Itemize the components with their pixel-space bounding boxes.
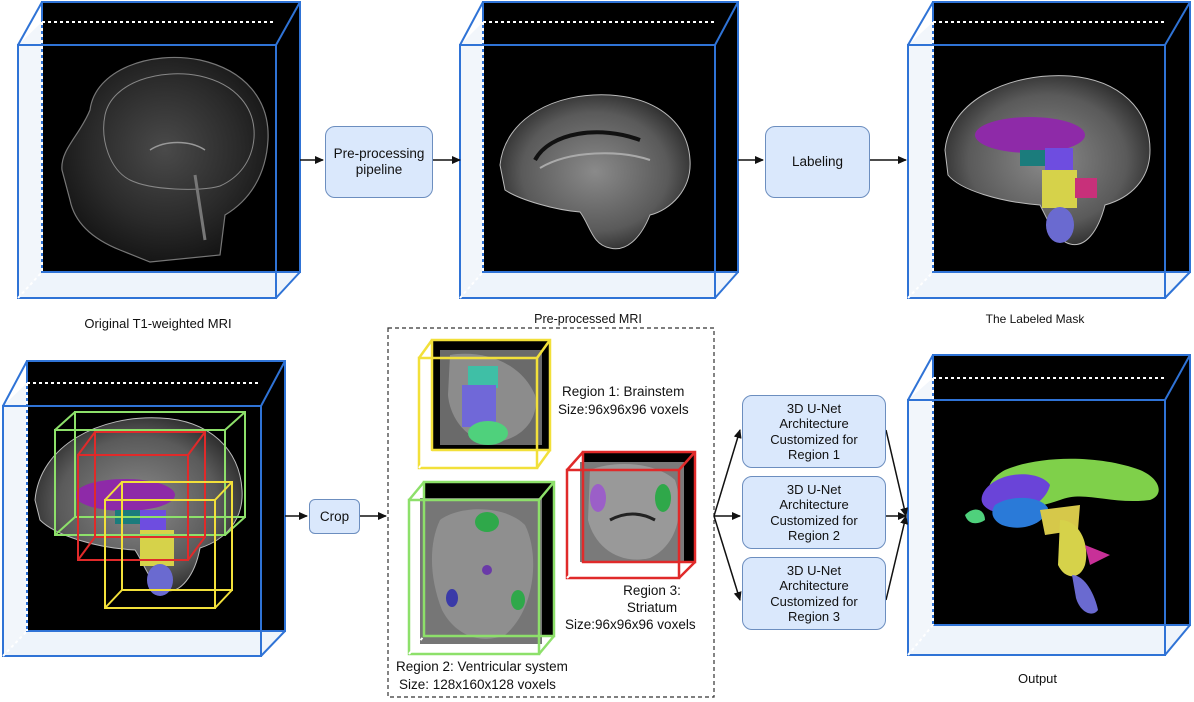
unet1-line1: 3D U-Net	[786, 400, 842, 416]
region1-size: Size:96x96x96 voxels	[558, 402, 689, 417]
unet-region1-box: 3D U-Net Architecture Customized for Reg…	[742, 395, 886, 468]
unet2-line1: 3D U-Net	[786, 481, 842, 497]
brain-slice-crop	[34, 417, 243, 596]
label-labeled-mask: The Labeled Mask	[985, 312, 1085, 326]
cube-output	[907, 354, 1191, 656]
labeling-label: Labeling	[791, 154, 844, 169]
unet3-line3: Customized for	[770, 593, 858, 609]
preprocessing-pipeline-box: Pre-processing pipeline	[325, 126, 433, 198]
unet3-line2: Architecture	[779, 578, 849, 593]
cube-original-mri	[17, 1, 301, 299]
region2-title: Region 2: Ventricular system	[396, 659, 568, 674]
unet1-line4: Region 1	[787, 447, 841, 462]
unet2-line3: Customized for	[770, 512, 858, 528]
region3-title-line1: Region 3:	[623, 583, 681, 598]
region3-cube	[565, 450, 697, 580]
unet3-line1: 3D U-Net	[786, 562, 842, 578]
brainstem-crop-image	[440, 350, 542, 445]
striatum-crop-image	[580, 462, 684, 562]
crop-label: Crop	[319, 508, 350, 524]
unet1-line2: Architecture	[779, 416, 849, 431]
brain-slice-preprocessed	[499, 94, 691, 250]
label-original-mri: Original T1-weighted MRI	[84, 316, 232, 331]
region2-size: Size: 128x160x128 voxels	[399, 677, 556, 692]
flow-arrows	[285, 156, 909, 601]
crop-box: Crop	[309, 499, 360, 534]
region3-size: Size:96x96x96 voxels	[565, 617, 696, 632]
labeling-box: Labeling	[765, 126, 870, 198]
unet2-line4: Region 2	[787, 528, 841, 543]
regions-container	[387, 327, 715, 698]
ventricular-crop-image	[420, 498, 542, 644]
brain-slice-labeled	[944, 75, 1151, 246]
region3-title-line2: Striatum	[626, 600, 678, 615]
unet3-line4: Region 3	[787, 609, 841, 624]
unet-region2-box: 3D U-Net Architecture Customized for Reg…	[742, 476, 886, 549]
unet2-line2: Architecture	[779, 497, 849, 512]
region2-cube	[407, 480, 556, 656]
cube-crop-regions	[2, 360, 286, 657]
cube-labeled-mask	[907, 1, 1191, 299]
region1-title: Region 1: Brainstem	[562, 384, 685, 399]
head-mri-slice	[61, 56, 269, 263]
unet-region3-box: 3D U-Net Architecture Customized for Reg…	[742, 557, 886, 630]
label-preprocessed-mri: Pre-processed MRI	[534, 312, 642, 326]
unet1-line3: Customized for	[770, 431, 858, 447]
preprocessing-pipeline-label: Pre-processing pipeline	[333, 146, 425, 177]
cube-preprocessed-mri	[459, 1, 739, 299]
segmentation-3d-render	[965, 458, 1159, 614]
label-output: Output	[1017, 671, 1058, 686]
region1-cube	[417, 338, 552, 470]
